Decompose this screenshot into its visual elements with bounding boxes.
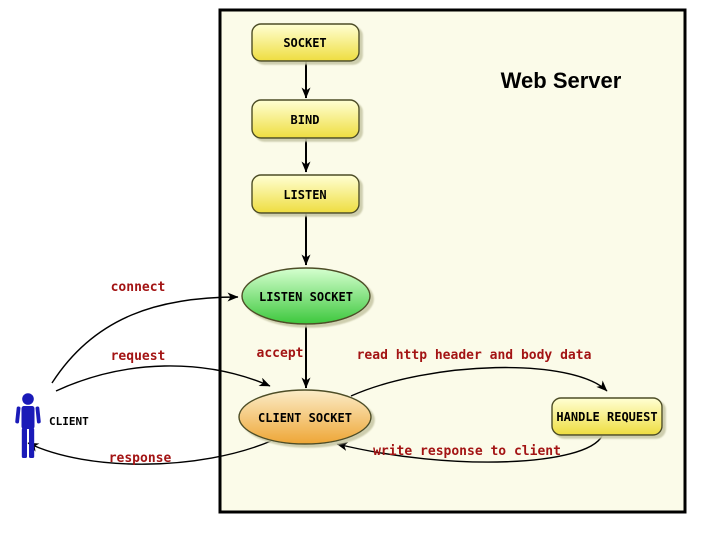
node-handle-request: HANDLE REQUEST [551, 397, 663, 436]
response-label: response [109, 451, 172, 466]
arrow-request [55, 365, 271, 392]
write-response-label: write response to client [373, 444, 561, 459]
node-listen: LISTEN [251, 174, 360, 214]
listen-label: LISTEN [283, 188, 326, 202]
web-server-title: Web Server [501, 68, 622, 93]
accept-label: accept [257, 346, 304, 361]
bind-label: BIND [291, 113, 320, 127]
client-person-icon [15, 393, 41, 458]
client-socket-label: CLIENT SOCKET [258, 411, 352, 425]
node-bind: BIND [251, 99, 360, 139]
node-client-socket: CLIENT SOCKET [238, 389, 372, 445]
read-http-label: read http header and body data [357, 348, 592, 363]
request-label: request [111, 349, 166, 364]
socket-label: SOCKET [283, 36, 326, 50]
node-listen-socket: LISTEN SOCKET [241, 267, 371, 325]
arrow-response [27, 440, 272, 465]
arrow-write-response [336, 435, 603, 463]
arrow-connect [51, 292, 239, 384]
client-label: CLIENT [49, 415, 89, 428]
node-socket: SOCKET [251, 23, 360, 62]
handle-request-label: HANDLE REQUEST [556, 410, 657, 424]
listen-socket-label: LISTEN SOCKET [259, 290, 353, 304]
arrow-read-request [350, 366, 608, 397]
connect-label: connect [111, 280, 166, 295]
